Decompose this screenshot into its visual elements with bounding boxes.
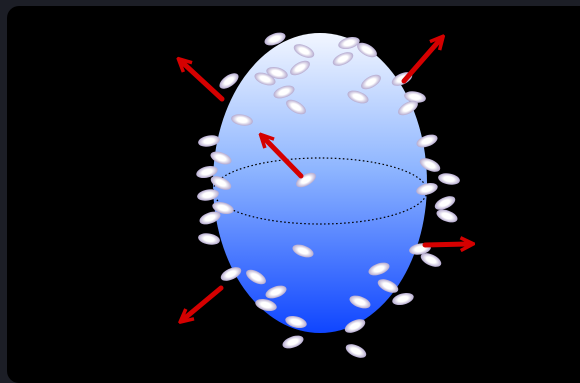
figure-canvas [7, 6, 580, 383]
particle [281, 333, 305, 351]
particle [344, 341, 369, 360]
arrow-upper-left [183, 63, 222, 99]
arrow-upper-right [404, 41, 439, 81]
particle [391, 291, 415, 307]
particle [435, 207, 459, 225]
expanding-ellipsoid-diagram [7, 6, 580, 383]
particle [197, 232, 221, 247]
particle [433, 193, 458, 212]
particle [437, 172, 461, 187]
arrow-right [425, 244, 467, 245]
arrow-lower-left [185, 288, 221, 318]
